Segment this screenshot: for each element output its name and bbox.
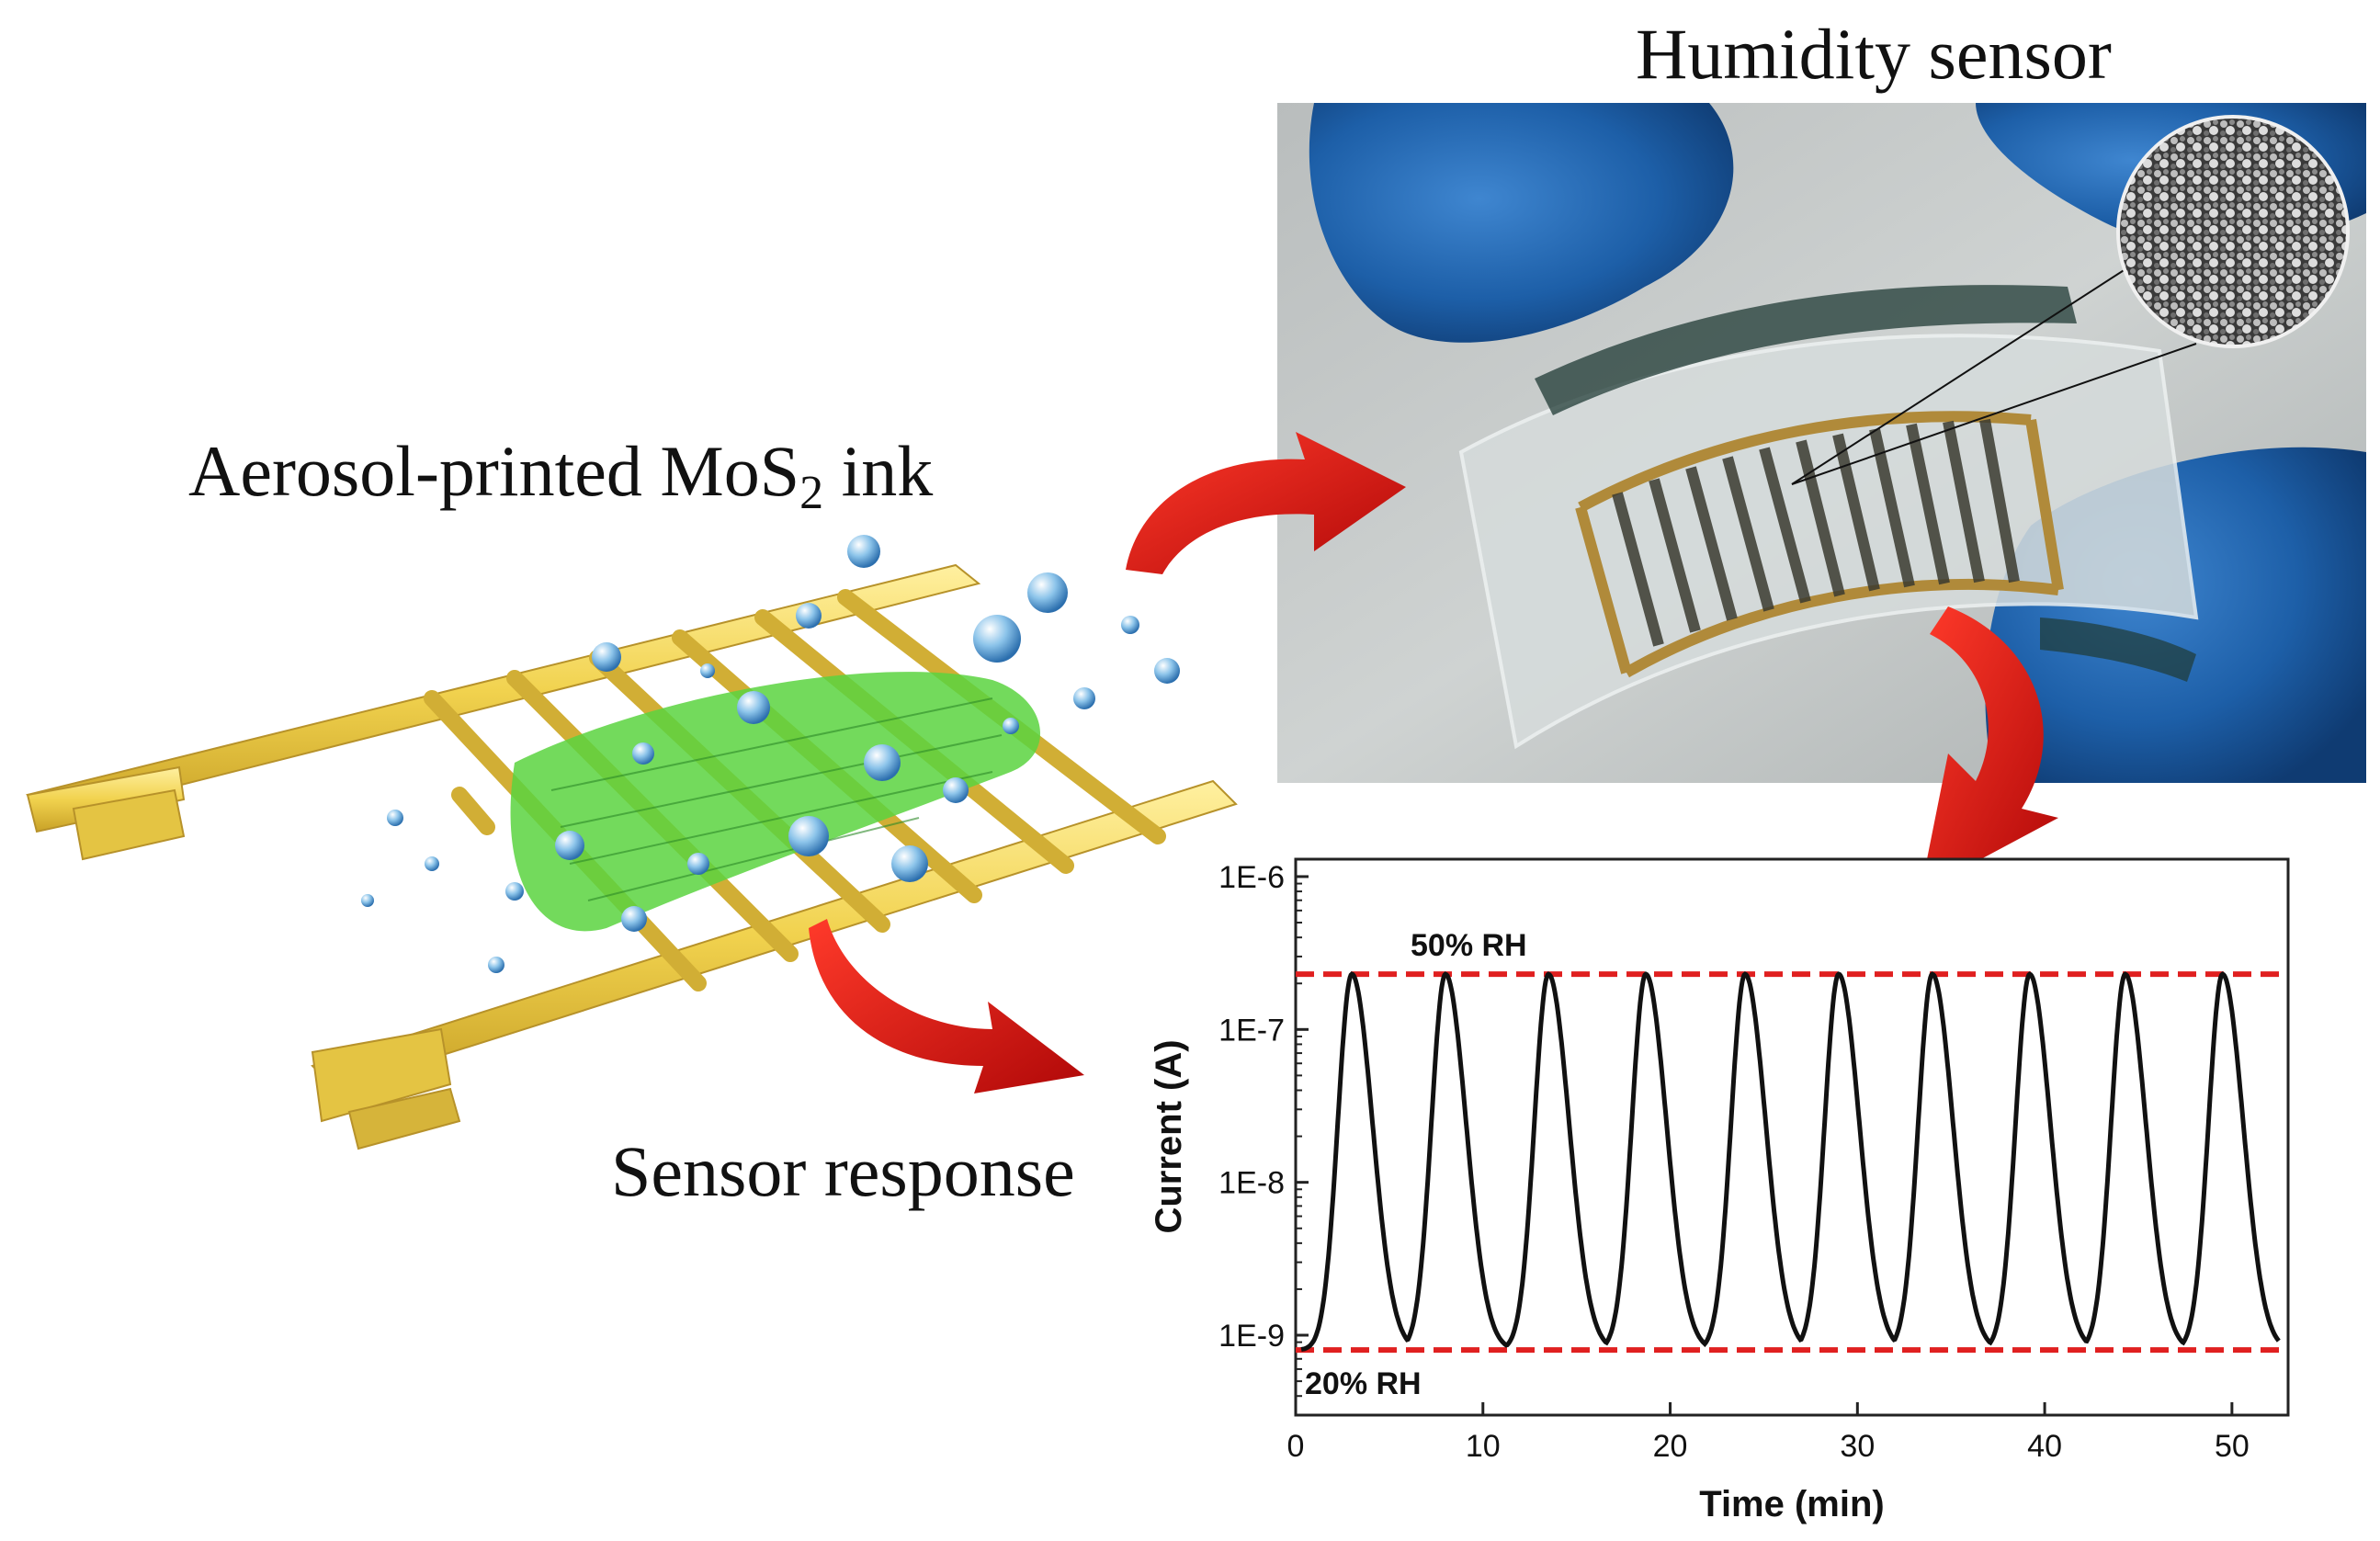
humidity-sensor-title: Humidity sensor [1636,14,2112,94]
ink-title-suffix: ink [823,431,934,511]
x-tick-label: 30 [1840,1429,1875,1464]
y-tick-label: 1E-9 [1218,1319,1285,1354]
mos2-film [510,672,1041,932]
y-axis-label: Current (A) [1149,1039,1189,1233]
x-tick-label: 50 [2215,1429,2250,1464]
y-tick-label: 1E-6 [1218,860,1285,895]
y-tick-label: 1E-8 [1218,1166,1285,1201]
x-tick-label: 40 [2027,1429,2062,1464]
mos2-device-illustration [26,535,1238,1150]
glove-top [1309,103,1734,343]
x-tick-label: 10 [1466,1429,1501,1464]
mos2-ink-title: Aerosol-printed MoS2 ink [188,430,933,520]
current-vs-time-chart: 1E-6 1E-7 1E-8 1E-9 0 10 20 30 40 50 50% RH 20% R… [1149,857,2290,1524]
water-droplets [361,535,1180,973]
gold-electrode-frame [26,563,1238,1150]
ink-title-subscript: 2 [799,467,824,519]
y-tick-label: 1E-7 [1218,1013,1285,1048]
ink-title-prefix: Aerosol-printed MoS [188,431,800,511]
x-tick-label: 20 [1653,1429,1688,1464]
sensor-response-title: Sensor response [611,1131,1075,1211]
reference-line-label: 50% RH [1411,928,1527,963]
current-trace [1300,971,2281,1352]
interdigitated-electrodes [1575,411,2064,678]
sem-inset [2118,117,2348,346]
humidity-sensor-photo [1277,103,2366,783]
x-tick-label: 0 [1287,1429,1305,1464]
reference-line-label: 20% RH [1305,1366,1422,1401]
x-axis-label: Time (min) [1699,1484,1885,1524]
